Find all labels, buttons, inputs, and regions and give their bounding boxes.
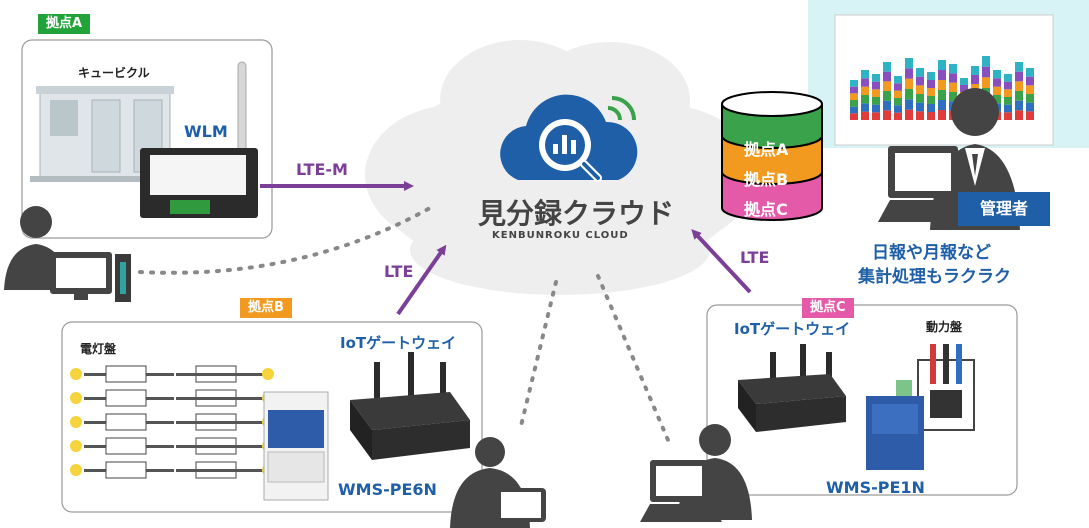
dotted-link-laptop-user <box>596 274 670 442</box>
cubicle-label: キュービクル <box>78 66 150 80</box>
site-c-tag: 拠点C <box>802 298 854 318</box>
gateway-b-device <box>350 352 470 460</box>
user-laptop <box>640 424 752 522</box>
site-b-device-label: WMS-PE6N <box>338 480 437 499</box>
admin-label: 管理者 <box>958 192 1050 226</box>
site-b-tag: 拠点B <box>240 298 292 318</box>
cloud-shape <box>365 40 755 295</box>
dotted-link-tablet-user <box>518 280 558 432</box>
site-b-gateway-label: IoTゲートウェイ <box>340 334 457 352</box>
wlm-device <box>140 61 258 218</box>
wms-pe6n-device <box>263 391 329 501</box>
cloud-name: 見分録クラウド <box>478 197 675 230</box>
gateway-c-device <box>738 344 846 432</box>
admin-person <box>878 88 1020 230</box>
db-layer-b: 拠点B <box>744 170 789 189</box>
site-b-box <box>61 321 483 513</box>
cloud-logo <box>500 94 638 182</box>
admin-caption-line1: 日報や月報など <box>872 243 991 263</box>
site-a-tag: 拠点A <box>38 14 91 34</box>
cloud-subtitle: KENBUNROKU CLOUD <box>492 230 629 241</box>
lte-m-label: LTE-M <box>296 160 348 179</box>
admin-caption-line2: 集計処理もラクラク <box>858 267 1011 287</box>
arrow-site-b-to-cloud <box>396 244 447 316</box>
site-c-gateway-label: IoTゲートウェイ <box>734 320 851 338</box>
arrow-site-c-to-cloud <box>691 229 752 294</box>
user-site-a <box>4 206 131 302</box>
db-layer-a: 拠点A <box>744 140 789 159</box>
site-b-panel-label: 電灯盤 <box>80 342 117 356</box>
site-c-box <box>706 304 1018 496</box>
user-tablet <box>450 437 546 528</box>
site-c-device-label: WMS-PE1N <box>826 478 925 497</box>
power-panel-diagram <box>917 344 975 431</box>
site-b-lte-label: LTE <box>384 262 414 281</box>
site-c-lte-label: LTE <box>740 248 770 267</box>
dotted-link-site-a-user <box>138 206 432 275</box>
site-c-panel-label: 動力盤 <box>926 320 963 334</box>
wlm-label: WLM <box>184 122 228 141</box>
database-cylinder <box>721 91 823 221</box>
wms-pe1n-device <box>866 380 924 470</box>
site-a-box <box>21 39 273 239</box>
electrical-panel-diagram <box>70 365 274 479</box>
db-layer-c: 拠点C <box>744 200 788 219</box>
